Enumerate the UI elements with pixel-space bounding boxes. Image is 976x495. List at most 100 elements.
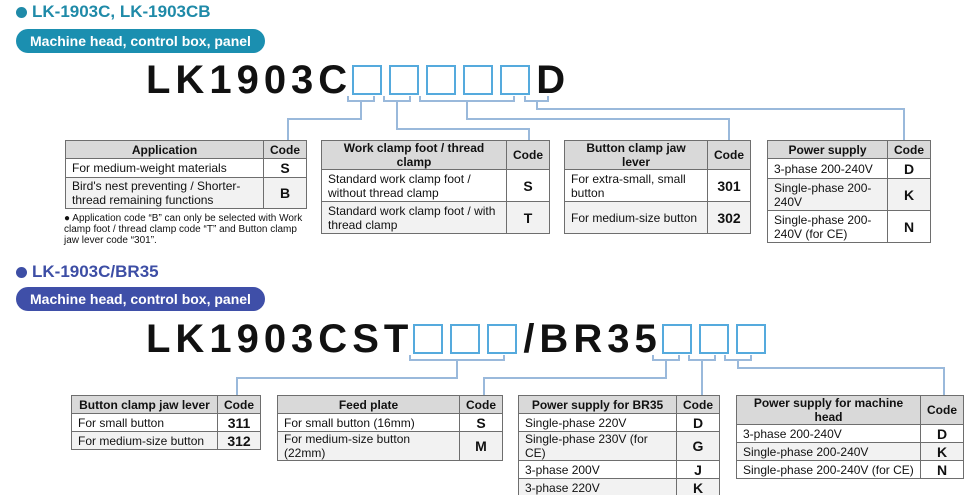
code-slot-box [426,65,457,95]
table-header: Power supply [767,140,888,159]
code-cell: D [887,158,931,179]
connector-line [728,118,730,140]
bullet-dot-icon [16,266,27,278]
connector-line [943,367,945,395]
connector-line [456,361,458,379]
section1-title-text: LK-1903C, LK-1903CB [32,2,211,21]
table-cell: Single-phase 220V [518,413,677,432]
connector-line [236,377,238,395]
code-slot-box [500,65,531,95]
table-cell: 3-phase 200-240V [767,158,888,179]
connector-line [396,128,530,130]
table-cell: Single-phase 200-240V (for CE) [767,210,888,243]
table-cell: 3-phase 200V [518,460,677,479]
table-header: Application [65,140,264,159]
table-header: Button clamp jaw lever [71,395,218,414]
table-header: Code [217,395,261,414]
code-cell: K [676,478,720,495]
table-cell: Standard work clamp foot / without threa… [321,169,507,202]
table-cell: Single-phase 200-240V (for CE) [736,460,921,479]
connector-line [483,377,485,395]
code-cell: D [676,413,720,432]
code-cell: D [920,424,964,443]
application-note: ● Application code “B” can only be selec… [64,213,304,246]
code-slot-box [413,324,444,354]
connector-line [701,361,703,395]
note-bullet-icon: ● [64,213,73,224]
code-slot-box [487,324,518,354]
table-header: Code [263,140,307,159]
code-slot-box [450,324,481,354]
table-cell: Bird's nest preventing / Shorter-thread … [65,177,264,209]
section2-title: LK-1903C/BR35 [16,262,159,282]
code-cell: B [263,177,307,209]
connector-line [737,361,739,369]
section1-title: LK-1903C, LK-1903CB [16,2,211,22]
table-header: Power supply for machine head [736,395,921,425]
connector-line [360,102,362,120]
model-mid: /BR35 [523,316,662,361]
connector-line [536,108,905,110]
connector-line [466,102,468,120]
code-cell: K [887,178,931,211]
table-header: Button clamp jaw lever [564,140,708,170]
note-text: Application code “B” can only be selecte… [64,213,303,246]
section2-model-code: LK1903CST /BR35 [146,316,772,361]
code-slot-box [389,65,420,95]
table-cell: Single-phase 200-240V [767,178,888,211]
table-header: Code [887,140,931,159]
connector-line [903,108,905,140]
code-cell: N [887,210,931,243]
code-cell: S [263,158,307,178]
code-cell: S [506,169,550,202]
code-bracket [724,355,752,361]
code-cell: 311 [217,413,261,432]
connector-line [396,102,398,130]
connector-line [287,118,362,120]
table-cell: For medium-size button [71,431,218,450]
table-cell: For medium-size button [564,201,708,234]
model-prefix: LK1903CST [146,316,414,361]
table-header: Work clamp foot / thread clamp [321,140,507,170]
connector-line [236,377,458,379]
code-bracket [409,355,505,361]
table-header: Code [920,395,964,425]
connector-line [665,361,667,379]
table-header: Code [459,395,503,414]
connector-line [483,377,667,379]
table-header: Code [676,395,720,414]
connector-line [287,118,289,140]
code-slot-box [352,65,383,95]
table-cell: For medium-size button (22mm) [277,431,460,461]
bullet-dot-icon [16,6,27,18]
code-cell: N [920,460,964,479]
connector-line [466,118,730,120]
code-cell: K [920,442,964,461]
code-bracket [347,96,375,102]
table-cell: 3-phase 220V [518,478,677,495]
code-cell: G [676,431,720,461]
connector-line [737,367,945,369]
code-cell: 301 [707,169,751,202]
table-header: Feed plate [277,395,460,414]
code-bracket [688,355,716,361]
table-cell: 3-phase 200-240V [736,424,921,443]
code-bracket [652,355,680,361]
code-slot-box [698,324,729,354]
table-cell: For extra-small, small button [564,169,708,202]
table-cell: Single-phase 200-240V [736,442,921,461]
section1-model-code: LK1903C D [146,58,570,102]
table-header: Power supply for BR35 [518,395,677,414]
table-cell: Single-phase 230V (for CE) [518,431,677,461]
code-slot-box [735,324,766,354]
code-slot-box [661,324,692,354]
section2-pill: Machine head, control box, panel [16,287,265,311]
table-cell: For small button (16mm) [277,413,460,432]
